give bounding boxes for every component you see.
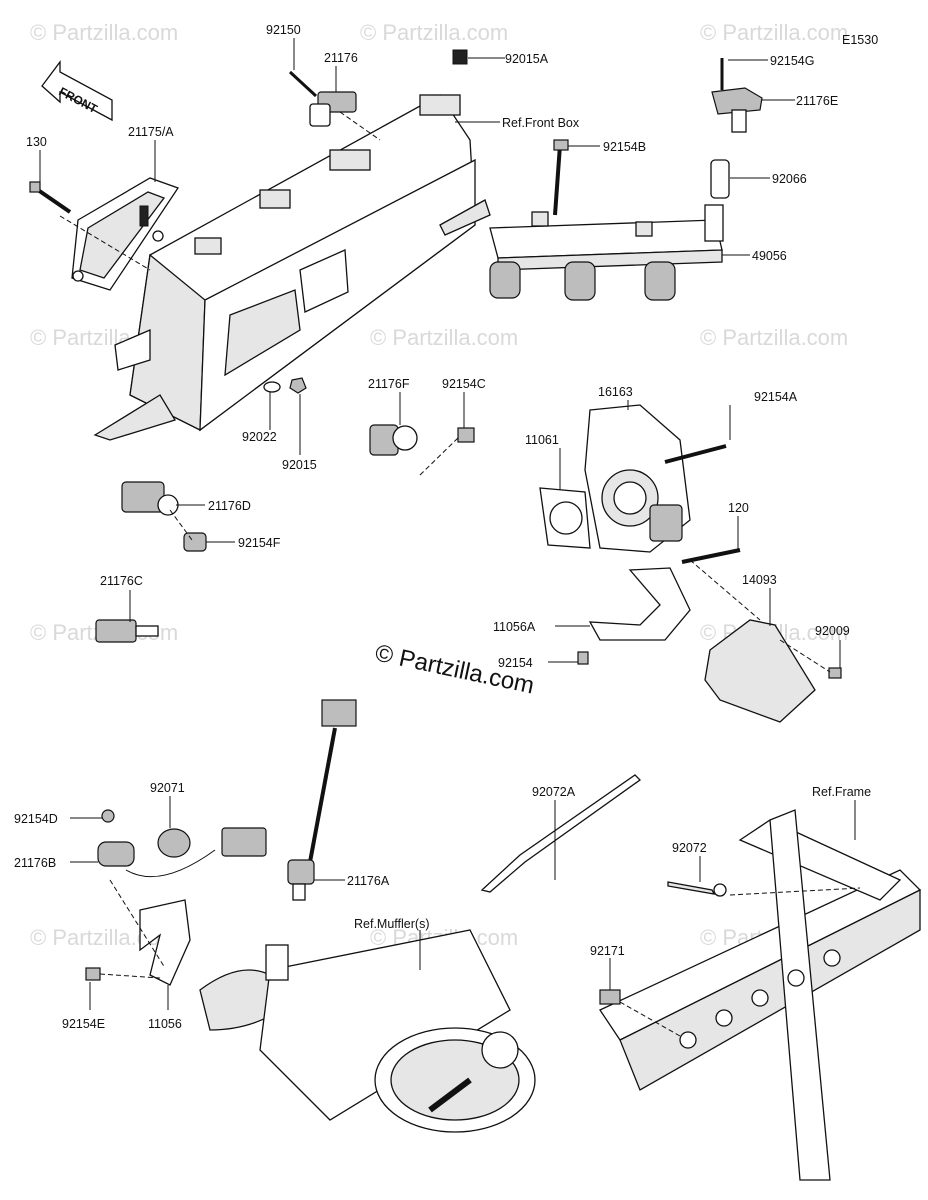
label-49056: 49056 [752,249,787,263]
sensor-21176 [288,70,357,127]
watermark: © Partzilla.com [360,20,508,45]
label-21176a: 21176A [347,874,390,888]
label-92154c: 92154C [442,377,486,391]
label-14093: 14093 [742,573,777,587]
watermark: © Partzilla.com [370,325,518,350]
front-arrow: FRONT [41,60,113,122]
label-21176e: 21176E [796,94,838,108]
ecu-part [71,177,180,291]
label-11056: 11056 [148,1017,182,1031]
label-92154g: 92154G [770,54,814,68]
label-92154f: 92154F [238,536,281,550]
bolt-92154e [85,967,101,981]
label-21176d: 21176D [208,499,251,513]
label-130: 130 [26,135,47,149]
tie-92072 [667,881,716,895]
cable-tie-92072a [480,774,642,893]
label-92154a: 92154A [754,390,798,404]
muffler [199,929,536,1133]
label-21176b: 21176B [14,856,56,870]
label-92015a: 92015A [505,52,549,66]
label-ref-front-box: Ref.Front Box [502,116,580,130]
washer-92022 [263,381,281,393]
label-92071: 92071 [150,781,185,795]
bolt-120 [681,548,741,564]
label-120: 120 [728,501,749,515]
clip-92015a [452,49,468,65]
label-92171: 92171 [590,944,625,958]
copyright-center: © Partzilla.com [373,639,537,699]
label-21176f: 21176F [368,377,410,391]
throttle-body [584,404,691,553]
diagram-code: E1530 [842,33,878,47]
bracket-11056 [139,899,191,986]
sensor-21176c [95,619,159,643]
sensor-21176b [97,809,267,878]
bolt-92154 [577,651,589,665]
label-11056a: 11056A [493,620,536,634]
label-92150: 92150 [266,23,301,37]
fuel-rail [489,139,730,301]
gasket-11061 [539,487,591,549]
bolt-92154a [664,444,727,464]
frame [599,809,922,1181]
label-92154e: 92154E [62,1017,105,1031]
sensor-21176e [711,58,763,133]
label-ref-mufflers: Ref.Muffler(s) [354,917,429,931]
screw-92009 [828,667,842,679]
label-92022: 92022 [242,430,277,444]
label-21176: 21176 [324,51,358,65]
label-92072a: 92072A [532,785,576,799]
label-16163: 16163 [598,385,633,399]
sensor-21176d [121,481,207,552]
watermark: © Partzilla.com [700,20,848,45]
cover-14093 [704,619,816,723]
watermark: © Partzilla.com [700,325,848,350]
nut-92015 [289,377,307,394]
label-92072: 92072 [672,841,707,855]
sensor-21176f [369,424,475,456]
bracket-11056a [588,567,691,641]
label-92015: 92015 [282,458,317,472]
dashed-leaders [59,111,861,1037]
label-92154: 92154 [498,656,533,670]
label-92154b: 92154B [603,140,646,154]
leader-lines [39,38,856,1010]
label-11061: 11061 [525,433,559,447]
label-21175a: 21175/A [128,125,174,139]
bolt-130 [29,181,72,214]
watermark: © Partzilla.com [30,20,178,45]
label-ref-frame: Ref.Frame [812,785,871,799]
clip-92171 [599,989,621,1005]
part-labels: 92150 21176 92015A 92154G 21176E 130 211… [14,23,871,1031]
sensor-21176a [287,699,357,901]
front-box [93,94,491,441]
label-92154d: 92154D [14,812,58,826]
label-21176c: 21176C [100,574,143,588]
label-92066: 92066 [772,172,807,186]
label-92009: 92009 [815,624,850,638]
